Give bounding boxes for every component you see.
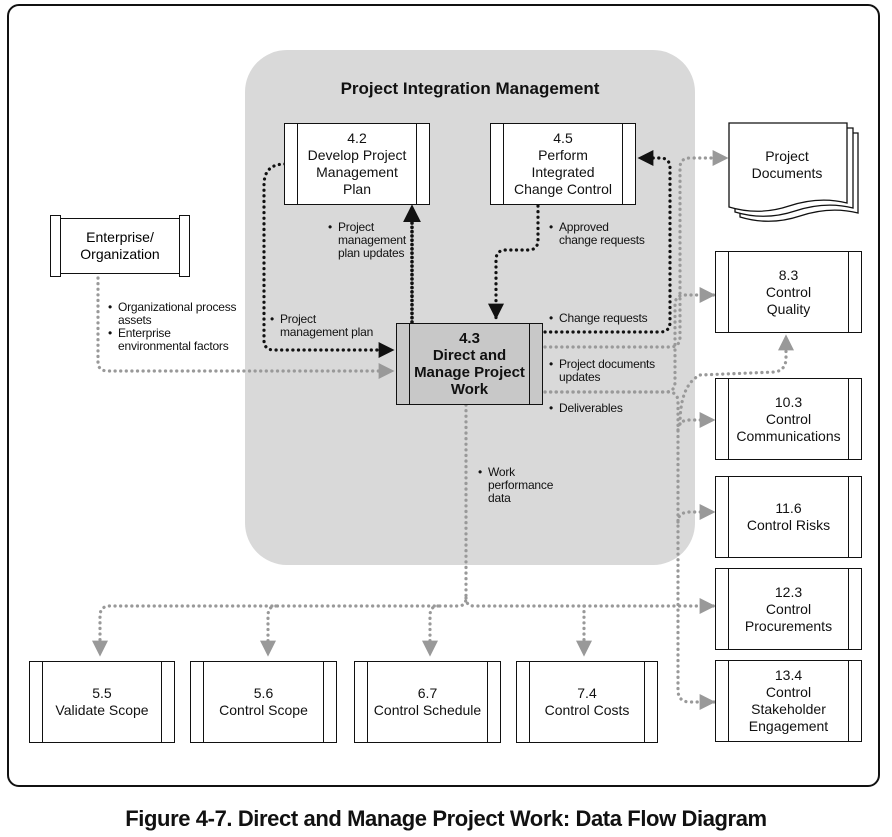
label-item: Organizational process assets xyxy=(108,301,238,327)
label-item: Project documents updates xyxy=(549,358,659,384)
process-name: Control Procurements xyxy=(744,600,833,634)
project-documents-label: Project Documents xyxy=(751,148,823,181)
label-work-performance-data: Work performance data xyxy=(478,466,558,505)
flow-deliverables-trunk xyxy=(543,390,716,710)
process-name: Direct and Manage Project Work xyxy=(414,347,525,398)
label-pm-plan: Project management plan xyxy=(270,313,375,339)
process-name: Control Scope xyxy=(219,702,308,718)
process-name: Validate Scope xyxy=(55,702,149,718)
label-enterprise-inputs: Organizational process assets Enterprise… xyxy=(108,301,238,353)
enterprise-organization-entity[interactable]: Enterprise/ Organization xyxy=(50,215,190,277)
label-change-requests: Change requests xyxy=(549,312,659,326)
group-title: Project Integration Management xyxy=(340,79,600,98)
flow-to-control-costs-and-procurements xyxy=(464,596,716,614)
flow-enterprise-inputs xyxy=(96,276,395,379)
flow-pm-plan xyxy=(262,162,395,358)
label-item: Enterprise environmental factors xyxy=(108,327,238,353)
entity-label: Enterprise/ Organization xyxy=(80,229,160,262)
label-item: Change requests xyxy=(549,312,659,326)
label-approved-cr: Approved change requests xyxy=(549,221,649,247)
process-id: 7.4 xyxy=(577,685,597,701)
process-id: 10.3 xyxy=(774,393,803,410)
flow-quality-loop xyxy=(678,334,794,426)
flow-to-control-schedule xyxy=(422,604,440,657)
label-item: Project management plan updates xyxy=(328,221,408,260)
label-item: Approved change requests xyxy=(549,221,649,247)
label-item: Work performance data xyxy=(478,466,558,505)
label-item: Project management plan xyxy=(270,313,375,339)
process-id: 12.3 xyxy=(774,583,803,600)
project-documents-store xyxy=(728,122,859,222)
process-id: 5.5 xyxy=(92,685,112,701)
label-item: Deliverables xyxy=(549,402,649,416)
figure-caption: Figure 4-7. Direct and Manage Project Wo… xyxy=(125,806,767,831)
label-pm-plan-updates: Project management plan updates xyxy=(328,221,408,260)
process-name: Control Stakeholder Engagement xyxy=(748,684,829,734)
flow-to-project-documents xyxy=(543,150,729,349)
diagram-frame xyxy=(7,4,880,787)
process-id: 4.3 xyxy=(459,330,480,347)
process-id: 11.6 xyxy=(775,500,802,516)
process-name: Control Risks xyxy=(746,517,831,533)
process-name: Perform Integrated Change Control xyxy=(513,147,613,197)
label-deliverables: Deliverables xyxy=(549,402,649,416)
entity-right-cap xyxy=(179,215,190,277)
process-name: Control Communications xyxy=(736,410,841,444)
process-id: 13.4 xyxy=(774,667,803,683)
process-id: 5.6 xyxy=(253,685,274,701)
flow-change-requests xyxy=(543,150,672,334)
label-doc-updates: Project documents updates xyxy=(549,358,659,384)
flow-work-performance-data xyxy=(92,403,468,657)
process-id: 4.5 xyxy=(553,130,573,146)
process-id: 4.2 xyxy=(347,130,367,146)
flow-approved-cr xyxy=(488,204,540,320)
process-id: 6.7 xyxy=(417,685,438,701)
process-name: Develop Project Management Plan xyxy=(307,147,407,197)
process-name: Control Costs xyxy=(544,702,630,718)
process-id: 8.3 xyxy=(778,266,799,283)
flow-to-control-communications xyxy=(676,412,716,432)
process-name: Control Schedule xyxy=(373,702,482,718)
flow-to-control-scope xyxy=(260,604,278,657)
flow-to-control-risks xyxy=(676,504,716,524)
process-name: Control Quality xyxy=(765,283,812,317)
